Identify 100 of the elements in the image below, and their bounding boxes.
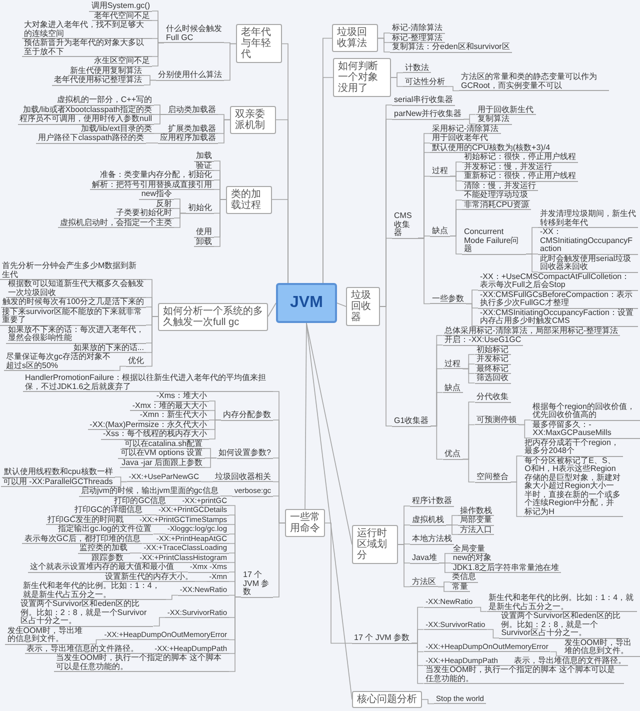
connector-line	[174, 212, 186, 228]
connector-line	[446, 86, 460, 92]
subtopic-label: 此时会触发使用serial垃圾回收器来回收	[538, 254, 638, 272]
connector-line	[146, 142, 158, 144]
connector-line	[418, 238, 430, 304]
connector-line	[324, 522, 352, 644]
topic-box: 如何分析一个系统的多久触发一次full gc	[158, 302, 268, 330]
subtopic-label: 当发生OOM时，执行一个指定的脚本 这个脚本可以是任意功能的。	[424, 666, 624, 684]
subtopic-label: 可以用 -XX:ParallelGCThreads	[0, 478, 115, 487]
connector-line	[144, 80, 156, 86]
subtopic-label: new的对象	[450, 554, 494, 564]
subtopic-label: Java -jar 后面跟上参数	[120, 458, 205, 468]
subtopic-label: 监控类的加载	[78, 544, 130, 554]
subtopic-label: CMS收集器	[392, 212, 418, 239]
connector-line	[114, 366, 126, 371]
subtopic-label: 非常消耗CPU资源	[462, 200, 531, 210]
connector-line	[218, 119, 230, 144]
subtopic-label: 一些参数	[430, 294, 466, 304]
connector-line	[200, 481, 214, 482]
subtopic-label: 程序员不可调用，使用时传入参数null	[18, 115, 154, 124]
connector-line	[462, 368, 476, 384]
subtopic-label: 筛选回收	[474, 374, 511, 384]
subtopic-label: 虚拟机栈	[410, 516, 446, 526]
connector-line	[390, 77, 404, 87]
subtopic-label: 设置两个Survivor区和eden区的比例。比如：2：8，就是一个Survivor区占十分之一。	[499, 612, 630, 638]
subtopic-label: 本地方法栈	[410, 535, 454, 544]
subtopic-label: 采用标记-清除算法	[430, 124, 501, 134]
subtopic-label: 发生OOM时，导出堆的信息到文件。	[562, 638, 640, 656]
subtopic-label: 什么时候会触发Full GC	[164, 25, 224, 44]
topic-box: 垃圾回收器	[346, 287, 380, 326]
connector-line	[144, 514, 157, 516]
root-topic-box: JVM	[276, 283, 337, 323]
subtopic-label: 子类要初始化时	[114, 209, 174, 218]
subtopic-label: 加载	[194, 152, 214, 162]
connector-line	[268, 302, 276, 317]
subtopic-label: 操作数栈	[458, 506, 494, 516]
subtopic-label: 默认使用的CPU核数为(核数+3)/4	[430, 144, 552, 153]
subtopic-label: 设置两个Survivor区和eden区的比例。比如：2：8，就是一个Survivor区占十分之一。	[18, 600, 154, 626]
subtopic-label: JDK1.8之后字符串常量池在堆	[450, 564, 562, 573]
subtopic-label: 加载/lib/ext目录的类	[78, 124, 154, 134]
connector-line	[463, 118, 476, 124]
connector-line	[336, 302, 346, 307]
subtopic-label: 发生OOM时，导出堆的信息到文件。	[5, 626, 90, 644]
subtopic-label: 标记-整理算法	[390, 34, 445, 43]
subtopic-label: 最多停留多久：-XX:MaxGCPauseMills	[530, 420, 640, 438]
connector-line	[450, 176, 462, 191]
connector-line	[304, 322, 307, 510]
subtopic-label: 计数法	[403, 64, 431, 74]
subtopic-label: 大对象进入老年代，找不到足够大的连续空间	[22, 21, 152, 39]
topic-box: 一些常用命令	[285, 509, 325, 537]
subtopic-label: 把内存分成若干个region，最多分2048个	[522, 438, 623, 456]
connector-line	[518, 424, 532, 438]
connector-line	[526, 254, 538, 272]
subtopic-label: 程序计数器	[410, 497, 454, 506]
connector-line	[194, 581, 208, 582]
subtopic-label: 根据每个region的回收价值，优先回收价值高的	[530, 402, 640, 420]
subtopic-label: 清除：慢，并发运行	[462, 182, 538, 191]
subtopic-label: 17 个 JVM 参数	[241, 571, 273, 598]
subtopic-label: 首先分析一分钟会产生多少M数据到新生代	[0, 262, 146, 280]
subtopic-label: -XX:(Max)Permsize：永久代大小	[88, 420, 209, 430]
subtopic-label: 根据数可以知道新生代大概多久会触发一次垃圾回收	[6, 280, 146, 298]
subtopic-label: 初始标记：很快，停止用户线程	[462, 153, 578, 162]
connector-line	[306, 322, 352, 700]
connector-line	[146, 316, 158, 367]
subtopic-label: 并发清理垃圾期间，新生代转移到老年代	[538, 210, 638, 228]
subtopic-label: 当发生OOM时，执行一个指定的脚本 这个脚本可以是任意功能的。	[54, 654, 229, 672]
subtopic-label: 过程	[442, 360, 463, 370]
topic-box: 运行时区域划分	[352, 525, 398, 564]
subtopic-label: 启动jvm的时候，输出jvm里面的gc信息	[78, 487, 220, 496]
connector-line	[462, 458, 476, 482]
connector-line	[165, 594, 178, 600]
connector-line	[208, 420, 222, 440]
subtopic-label: parNew并行收集器	[392, 110, 464, 120]
subtopic-label: -XX:CMSInitiatingOccupancyFaction：设置内存占用多少时触发CMS	[478, 308, 638, 326]
subtopic-label: 复制算法：分eden区和survivor区	[390, 43, 512, 52]
connector-line	[486, 629, 500, 638]
connector-line	[142, 543, 155, 544]
subtopic-label: 如何设置参数?	[216, 449, 273, 458]
subtopic-label: 触发的时候每次有100分之几是活下来的	[0, 298, 146, 308]
connector-line	[446, 524, 458, 535]
subtopic-label: 可预测停顿	[474, 416, 519, 426]
subtopic-label: 可以在catalina.sh配置	[122, 440, 205, 449]
connector-line	[140, 653, 154, 654]
connector-line	[378, 38, 390, 52]
connector-line	[510, 482, 524, 517]
subtopic-label: 老年代空间不足	[92, 12, 152, 21]
connector-line	[430, 426, 444, 460]
subtopic-label: 调用System.gc()	[89, 2, 152, 12]
subtopic-label: -Xss：每个线程的栈内存大小	[101, 430, 209, 440]
connector-line	[398, 544, 410, 588]
subtopic-label: 永生区空间不足	[92, 57, 152, 66]
subtopic-label: 不能处理浮动垃圾	[462, 191, 530, 200]
subtopic-label: 优化	[126, 357, 146, 367]
subtopic-label: 新生代和老年代的比例。比如：1：4，就是新生代占五分之一。	[486, 594, 637, 612]
connector-line	[438, 586, 450, 592]
connector-line	[411, 642, 424, 684]
subtopic-label: 虚拟机的一部分，C++写的	[54, 96, 154, 106]
subtopic-label: 全局变量	[450, 544, 487, 554]
connector-line	[466, 303, 478, 326]
subtopic-label: Java堆	[410, 554, 439, 564]
